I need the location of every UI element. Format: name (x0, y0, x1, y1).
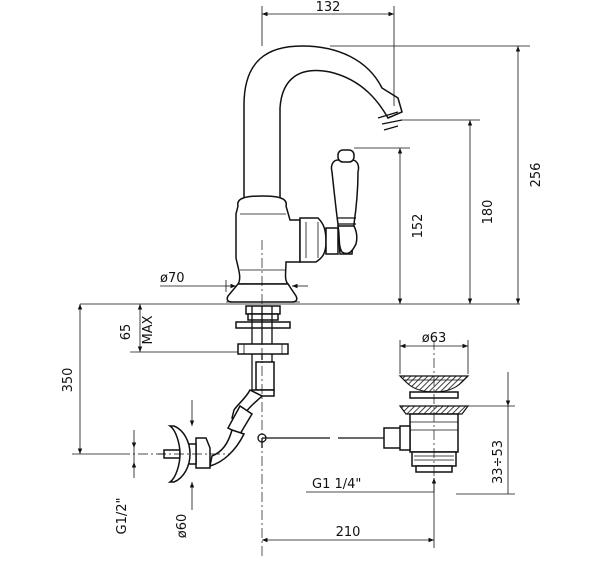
dim-flange-diameter: ø60 (175, 514, 190, 539)
dim-lever-height: 152 (411, 214, 426, 239)
dim-mount-max: MAX (141, 315, 156, 344)
dim-mount-thickness: 65 (119, 324, 134, 341)
dim-waste-thread: G1 1/4" (312, 477, 361, 492)
dim-waste-diameter: ø63 (422, 331, 447, 346)
faucet-body (226, 45, 403, 303)
dim-inlet-thread: G1/2" (115, 498, 130, 535)
dim-total-height: 256 (529, 163, 544, 188)
dim-top-width: 132 (316, 0, 341, 15)
center-lines (120, 240, 435, 556)
dim-base-diameter: ø70 (160, 271, 185, 286)
dim-spout-height: 180 (481, 200, 496, 225)
waste-assembly (257, 375, 470, 473)
dim-waste-range: 33÷53 (491, 440, 506, 484)
mount-assembly (158, 305, 291, 483)
dim-total-reach: 210 (336, 525, 361, 540)
dim-under-length: 350 (61, 368, 76, 393)
dimension-lines (72, 6, 530, 548)
